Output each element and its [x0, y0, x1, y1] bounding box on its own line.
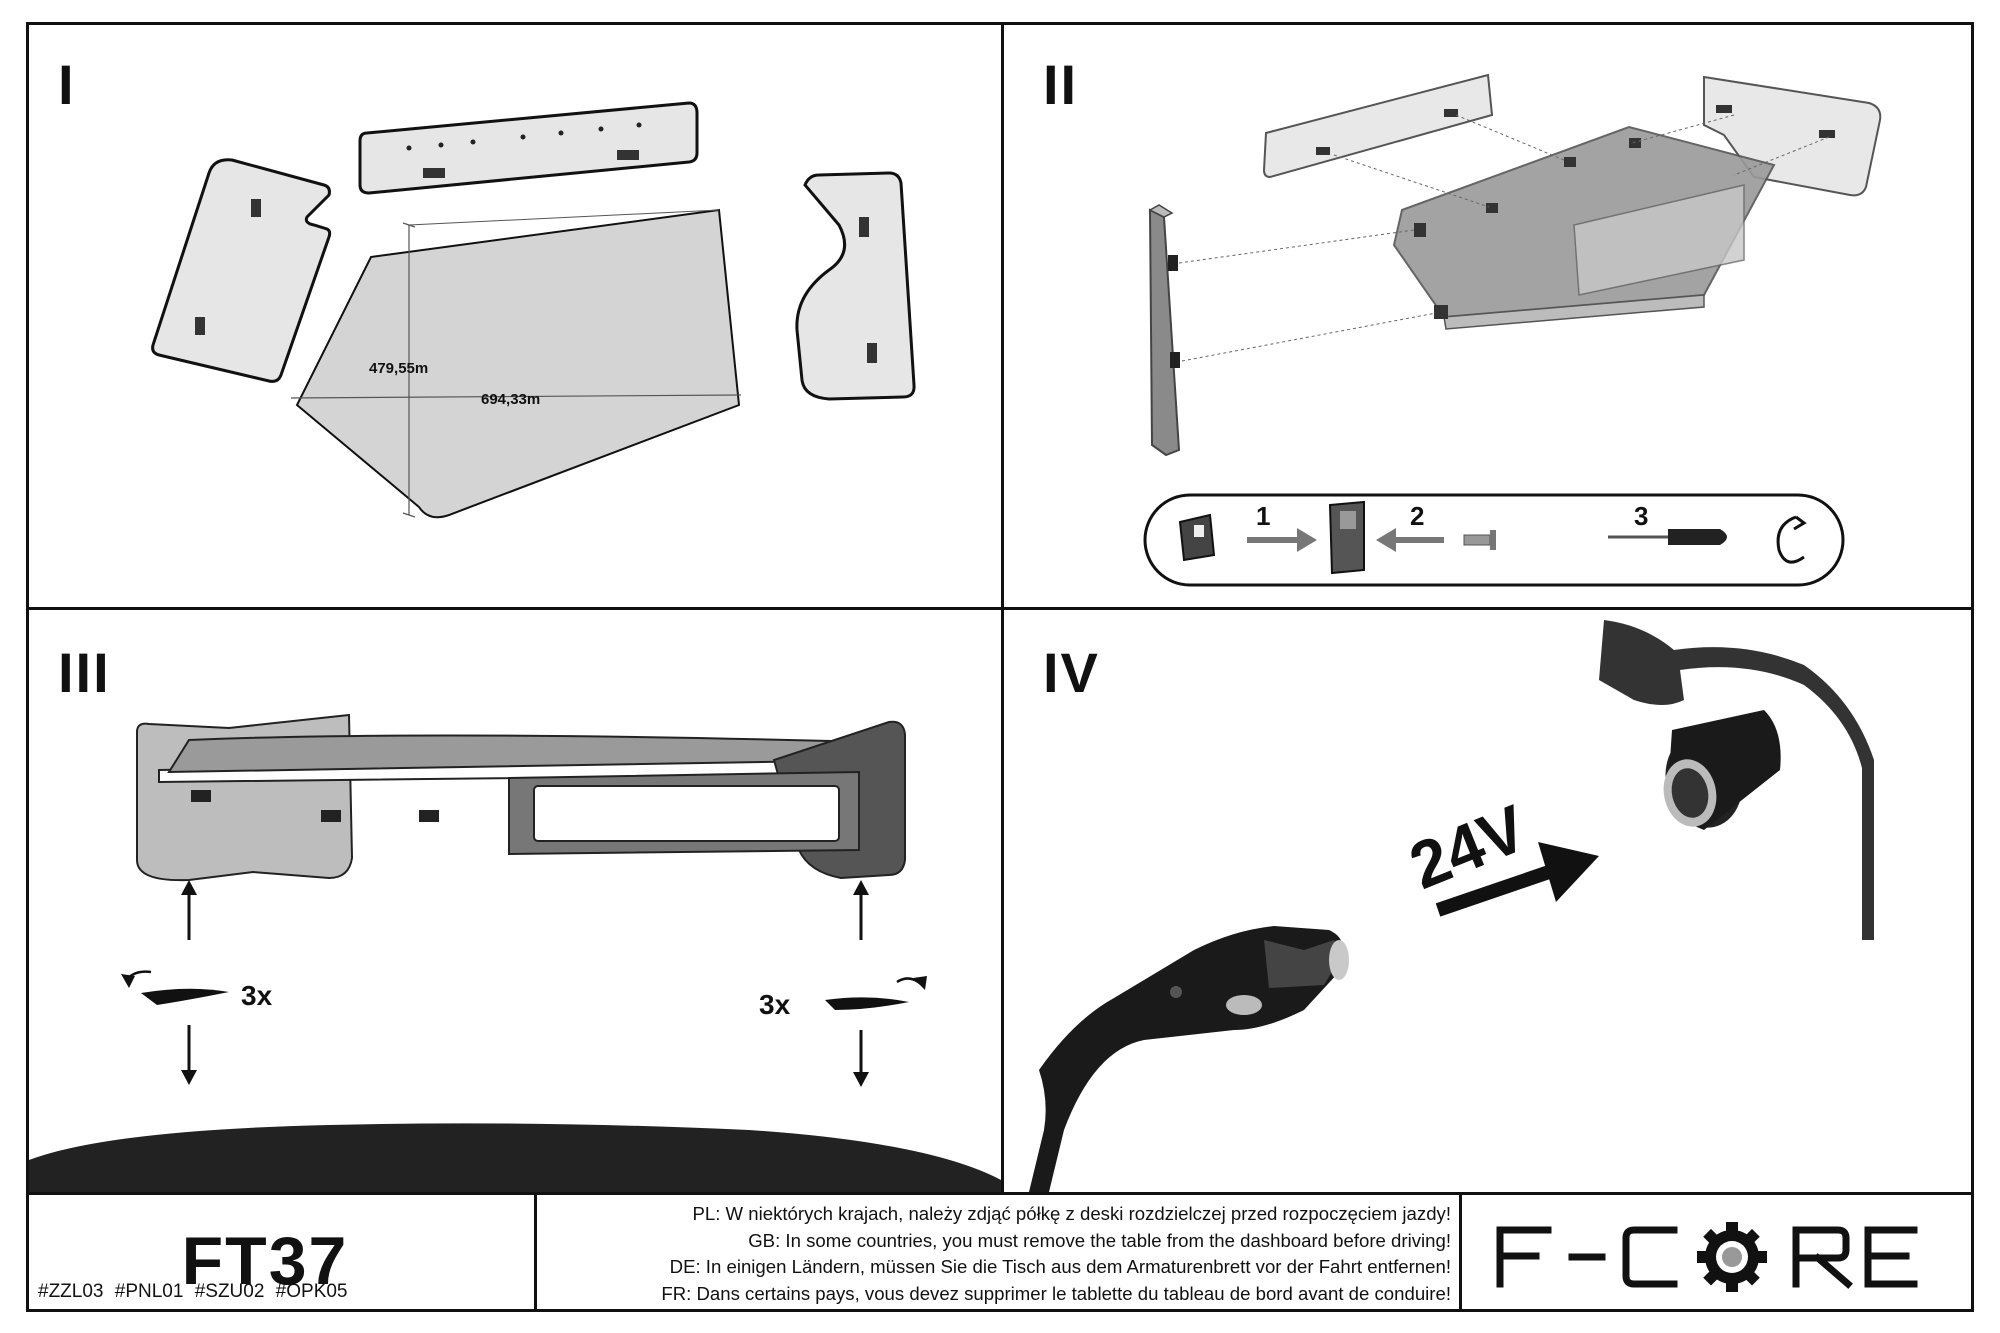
screw-icon	[1463, 530, 1496, 550]
car-plug-icon	[1029, 926, 1349, 1192]
screwdriver-icon	[1608, 529, 1727, 545]
model-number: FT37	[181, 1223, 349, 1299]
divider-middle	[26, 607, 1974, 610]
step-3-mounting-diagram: 3x 3x	[29, 713, 1001, 1192]
sequence-step-1: 1	[1256, 501, 1270, 531]
divider-footer	[26, 1192, 1974, 1195]
plug-direction-arrow	[1435, 842, 1599, 917]
rotate-arrow-icon	[1776, 515, 1807, 564]
instruction-sheet	[26, 22, 1974, 1312]
sequence-step-3: 3	[1634, 501, 1648, 531]
sequence-step-2: 2	[1410, 501, 1424, 531]
table-top-panel: 479,55m 694,33m	[290, 208, 742, 519]
left-turns-label: 3x	[241, 980, 273, 1011]
top-side-panel	[358, 101, 699, 195]
warning-de: DE: In einigen Ländern, müssen Sie die T…	[669, 1256, 1451, 1277]
left-side-panel	[151, 158, 332, 383]
table-underside-view	[136, 713, 906, 882]
bracket-holder-icon	[1328, 500, 1365, 575]
assembly-exploded-view	[1148, 73, 1882, 457]
warning-pl: PL: W niektórych krajach, należy zdjąć p…	[692, 1203, 1451, 1224]
step-1-label: I	[58, 53, 76, 116]
driving-warning: PL: W niektórych krajach, należy zdjąć p…	[546, 1201, 1451, 1307]
step-1-parts-diagram: 479,55m 694,33m	[151, 101, 916, 519]
part-codes: #ZZL03 #PNL01 #SZU02 #OPK05	[38, 1281, 348, 1302]
divider-footer-left	[534, 1192, 537, 1312]
warning-gb: GB: In some countries, you must remove t…	[748, 1229, 1451, 1251]
right-side-panel	[795, 171, 916, 401]
dashboard-surface	[29, 1123, 1001, 1192]
gear-icon	[1697, 1222, 1767, 1292]
step-4-power-diagram: 24V	[1029, 620, 1874, 1192]
right-adjust-arrows	[825, 880, 927, 1087]
warning-fr: FR: Dans certains pays, vous devez suppr…	[661, 1282, 1451, 1304]
step-3-label: III	[58, 641, 111, 704]
brand-logo	[1496, 1222, 1918, 1292]
car-socket-icon	[1599, 620, 1874, 940]
right-turns-label: 3x	[759, 989, 791, 1020]
left-adjust-arrows	[121, 880, 229, 1085]
divider-footer-right	[1459, 1192, 1462, 1312]
screw-sequence-capsule: 1 2 3	[1143, 493, 1845, 587]
dimension-height-label: 479,55m	[369, 360, 428, 377]
connector-block-icon	[1178, 513, 1216, 562]
step-2-label: II	[1043, 53, 1079, 116]
step-2-assembly-diagram: 1 2 3	[1143, 73, 1882, 587]
dimension-width-label: 694,33m	[481, 391, 540, 408]
step-4-label: IV	[1043, 641, 1100, 704]
